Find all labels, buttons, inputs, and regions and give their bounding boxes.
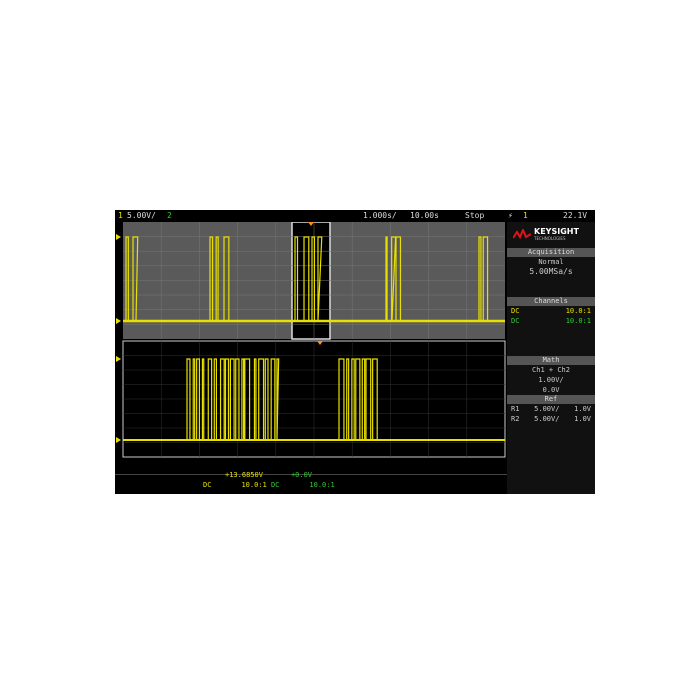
brand-sub: TECHNOLOGIES [534, 236, 566, 241]
ch1-level-marker [116, 234, 121, 240]
time-scale[interactable]: 1.000s/ [363, 211, 397, 220]
ch1-ground-marker [116, 437, 121, 443]
acq-mode: Normal [538, 258, 564, 266]
ch1-offset[interactable]: +13.6850V [225, 471, 263, 479]
ch2-label[interactable]: 2 [167, 211, 172, 220]
channel-row-2[interactable]: DC 10.0:1 [507, 316, 595, 326]
channels-header[interactable]: Channels [507, 297, 595, 306]
divider [115, 474, 507, 475]
trigger-marker [308, 222, 314, 226]
waveform-display[interactable] [115, 222, 507, 470]
coupling: DC [511, 317, 520, 325]
ref-offset: 1.0V [574, 415, 591, 423]
ref-scale: 5.00V/ [534, 415, 560, 423]
trigger-marker [317, 341, 323, 345]
ch1-level-marker [116, 356, 121, 362]
math-offset: 0.0V [542, 386, 560, 394]
ch1-coupling: DC [203, 481, 212, 489]
ref-row-1[interactable]: R1 5.00V/1.0V [507, 404, 595, 414]
ref-header[interactable]: Ref [507, 395, 595, 404]
acquisition-header[interactable]: Acquisition [507, 248, 595, 257]
probe: 10.0:1 [565, 317, 591, 325]
run-state[interactable]: Stop [465, 211, 485, 220]
ch1-label[interactable]: 1 [118, 211, 123, 220]
ref-offset: 1.0V [574, 405, 591, 413]
probe: 10.0:1 [565, 307, 591, 315]
coupling: DC [511, 307, 520, 315]
ch2-coupling: DC [270, 481, 280, 489]
oscilloscope-screen: 1 5.00V/ 2 1.000s/ 10.00s Stop ⚡ 1 22.1V… [115, 210, 595, 494]
math-header[interactable]: Math [507, 356, 595, 365]
trigger-source[interactable]: 1 [523, 211, 528, 220]
trigger-edge-icon: ⚡ [508, 211, 513, 220]
status-bar: 1 5.00V/ 2 1.000s/ 10.00s Stop ⚡ 1 22.1V [115, 210, 595, 222]
ch2-offset[interactable]: +0.0V [290, 471, 313, 479]
ref-name: R1 [511, 405, 520, 413]
keysight-wave-icon [513, 229, 531, 239]
ch1-scale[interactable]: 5.00V/ [127, 211, 156, 220]
ref-name: R2 [511, 415, 520, 423]
trigger-level[interactable]: 22.1V [563, 211, 588, 220]
ch2-probe: 10.0:1 [309, 481, 335, 489]
channel-row-1[interactable]: DC 10.0:1 [507, 306, 595, 316]
ref-row-2[interactable]: R2 5.00V/1.0V [507, 414, 595, 424]
ch1-ground-marker [116, 318, 121, 324]
delay[interactable]: 10.00s [410, 211, 439, 220]
ref-scale: 5.00V/ [534, 405, 560, 413]
ch1-probe: 10.0:1 [241, 481, 267, 489]
brand-name: KEYSIGHT [534, 227, 579, 236]
math-expr: Ch1 + Ch2 [532, 366, 570, 374]
math-scale: 1.00V/ [538, 376, 564, 384]
acq-rate: 5.00MSa/s [529, 267, 573, 276]
